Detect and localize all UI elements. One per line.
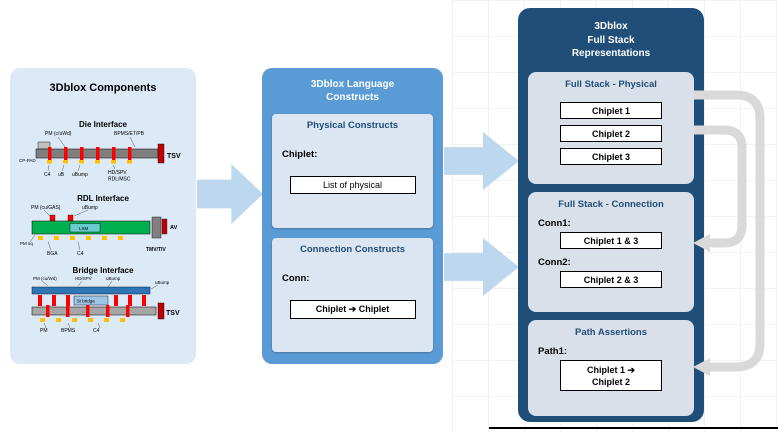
path1-label: Path1:	[538, 346, 568, 357]
chiplet-3-item: Chiplet 3	[560, 148, 662, 165]
chiplet-2-item: Chiplet 2	[560, 125, 662, 142]
rdl-label-tmv: TMV/TIV	[146, 247, 166, 253]
loop-arrowhead-path	[693, 358, 710, 376]
full-stack-physical-header: Full Stack - Physical	[565, 79, 657, 90]
fullstack-title-line3: Representations	[571, 48, 651, 59]
physical-constructs-box: Physical Constructs Chiplet: List of phy…	[272, 114, 433, 228]
path1-item-line2: Chiplet 2	[591, 376, 630, 387]
rdl-label-c4: C4	[77, 251, 84, 257]
rdl-label-pm: PM (cu/GAS)	[31, 205, 61, 211]
conn2-label: Conn2:	[538, 257, 571, 268]
bridge-structure	[31, 280, 165, 329]
bridge-label-bpms: BPMS	[61, 328, 76, 334]
connection-constructs-header: Connection Constructs	[299, 244, 406, 255]
die-label-ubump: uBump	[72, 172, 88, 178]
rdl-label-pm-sq: PM sq	[20, 241, 33, 246]
full-stack-physical-box: Full Stack - Physical Chiplet 1 Chiplet …	[528, 72, 694, 184]
full-stack-panel-title: 3Dblox Full Stack Representations	[518, 20, 704, 61]
die-label-c4: C4	[44, 172, 51, 178]
components-panel: 3Dblox Components Die Interface	[10, 68, 196, 364]
full-stack-panel: 3Dblox Full Stack Representations Full S…	[518, 8, 704, 422]
die-label-ub: uB	[58, 172, 65, 178]
fullstack-title-line2: Full Stack	[587, 34, 635, 46]
die-label-cp-pad: CP-PAD	[19, 158, 36, 163]
conn-label: Conn:	[282, 273, 310, 284]
language-constructs-panel: 3Dblox Language Constructs Physical Cons…	[262, 68, 443, 364]
bridge-label-tsv: TSV	[166, 310, 180, 317]
path1-item: Chiplet 1 ➔ Chiplet 2	[560, 360, 662, 391]
bridge-label-si: Si bridge	[77, 299, 95, 304]
die-label-hd-spv: HD/SPV	[108, 170, 127, 176]
die-interface-title: Die Interface	[78, 120, 128, 129]
chiplet-to-chiplet-item: Chiplet ➔ Chiplet	[289, 300, 416, 319]
rdl-label-av: AV	[170, 225, 178, 231]
bridge-label-hd-spv: HD/SPV	[75, 276, 92, 281]
path-assertions-box: Path Assertions Path1: Chiplet 1 ➔ Chipl…	[528, 320, 694, 416]
full-stack-connection-box: Full Stack - Connection Conn1: Chiplet 1…	[528, 192, 694, 312]
bridge-interface-title: Bridge Interface	[72, 266, 134, 275]
components-panel-title: 3Dblox Components	[49, 82, 157, 94]
bridge-label-pm2: PM	[40, 328, 48, 334]
full-stack-connection-header: Full Stack - Connection	[558, 199, 664, 210]
language-title-line2: Constructs	[326, 92, 379, 103]
feedback-loop-connectors	[693, 90, 765, 376]
physical-constructs-header: Physical Constructs	[306, 120, 399, 131]
bridge-interface-diagram: PM (cu/Wd) HD/SPV uBump uBump Si bridge …	[31, 276, 180, 334]
die-label-pm: PM (c/uWd)	[45, 131, 72, 137]
bottom-border-line	[489, 427, 778, 429]
rdl-label-lsm: LSM	[79, 226, 89, 231]
bridge-label-pm: PM (cu/Wd)	[33, 276, 57, 281]
chiplet-1-and-3-item: Chiplet 1 & 3	[560, 232, 662, 249]
rdl-interface-diagram: PM (cu/GAS) uBump LSM AV PM sq BGA C4 TM…	[20, 205, 178, 257]
die-interface-diagram: PM (c/uWd) BPMS/ET/PB TSV CP-PAD C4 uB u…	[19, 131, 181, 183]
loop-physical-to-connection-arrow	[694, 125, 747, 248]
rdl-label-bga: BGA	[47, 251, 58, 257]
conn1-label: Conn1:	[538, 218, 571, 229]
die-structure	[35, 136, 165, 172]
connection-constructs-box: Connection Constructs Conn: Chiplet ➔ Ch…	[272, 238, 433, 352]
list-of-physical-item: List of physical	[289, 176, 416, 194]
die-label-bpms: BPMS/ET/PB	[114, 131, 145, 137]
loop-arrowhead-connection	[693, 234, 710, 252]
rdl-interface-title: RDL Interface	[77, 194, 129, 203]
bridge-label-c4: C4	[93, 328, 100, 334]
path1-item-line1: Chiplet 1 ➔	[586, 364, 636, 375]
flow-arrow-components-to-language	[197, 164, 263, 224]
rdl-structure	[29, 209, 168, 251]
rdl-label-ubump: uBump	[82, 205, 98, 211]
die-label-tsv: TSV	[167, 153, 181, 160]
language-panel-title: 3Dblox Language Constructs	[262, 78, 443, 104]
bridge-label-ubump2: uBump	[155, 280, 170, 285]
language-title-line1: 3Dblox Language	[310, 79, 395, 90]
chiplet-2-and-3-item: Chiplet 2 & 3	[560, 271, 662, 288]
chiplet-label: Chiplet:	[282, 149, 318, 160]
die-label-rdl-msc: RDL/MSC	[108, 177, 131, 183]
fullstack-title-line1: 3Dblox	[594, 21, 628, 32]
path-assertions-header: Path Assertions	[575, 327, 647, 338]
bridge-label-ubump: uBump	[106, 276, 121, 281]
loop-physical-to-path-arrow	[694, 90, 765, 372]
chiplet-1-item: Chiplet 1	[560, 102, 662, 119]
